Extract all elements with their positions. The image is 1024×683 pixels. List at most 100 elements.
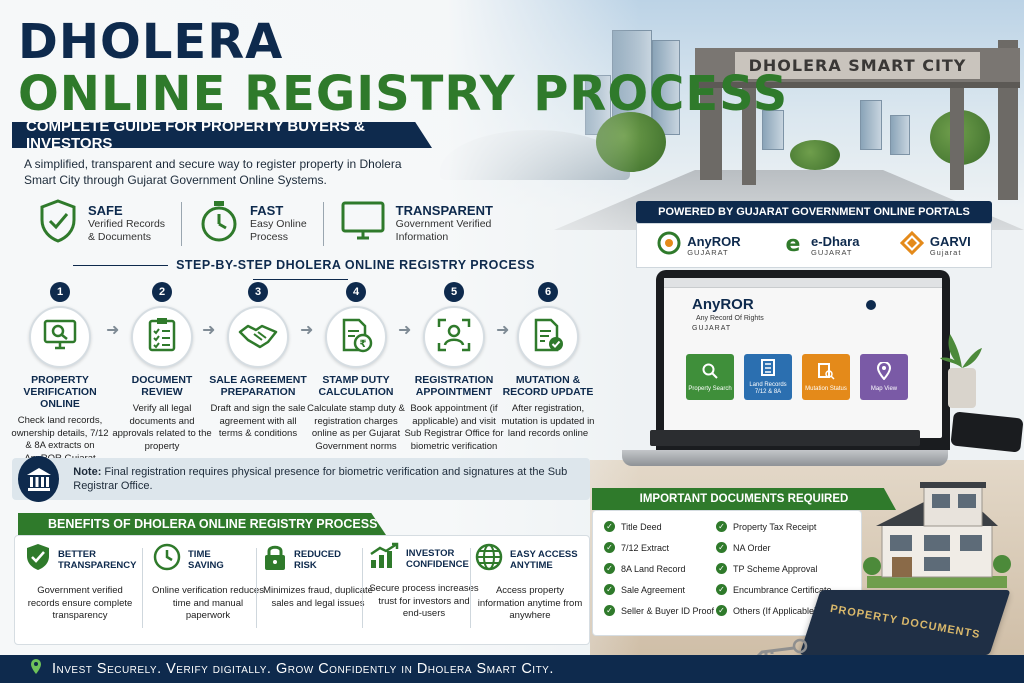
check-icon: ✓ [716,584,727,595]
document-item: ✓Property Tax Receipt [716,521,816,532]
check-icon: ✓ [716,542,727,553]
check-icon: ✓ [716,563,727,574]
property-documents-folder: PROPERTY DOCUMENTS [799,590,1011,655]
feature-desc: Easy Online [250,218,307,230]
step-4: 4 ₹ STAMP DUTY CALCULATION Calculate sta… [306,282,406,453]
benefit-desc: Government verified records ensure compl… [27,585,133,621]
step-desc: Calculate stamp duty & registration char… [307,403,405,452]
app-name: AnyROR [692,296,754,313]
benefit-head: BETTER TRANSPARENCY [24,542,136,577]
document-label: Encumbrance Certificate [733,584,832,595]
portal-sub: Gujarat [929,247,962,257]
feature-title: SAFE [88,203,123,218]
portal-edhara[interactable]: e e-Dhara GUJARAT [781,231,860,260]
step-title: REGISTRATION APPOINTMENT [414,374,494,398]
document-label: Property Tax Receipt [733,521,817,532]
gate-pillar [950,60,964,190]
check-icon: ✓ [604,605,615,616]
document-search-icon [817,362,835,383]
clock-icon [152,542,182,577]
title-line2: ONLINE REGISTRY PROCESS [18,66,789,122]
check-icon: ✓ [604,584,615,595]
step-desc: Book appointment (if applicable) and vis… [404,403,504,452]
step-number: 1 [50,282,70,302]
skyscraper [762,110,784,150]
document-item: ✓ Seller & Buyer ID Proof [604,605,714,616]
gate-pillar [742,60,756,185]
step-icon-circle: ₹ [325,306,387,368]
location-pin-icon [30,659,42,679]
benefit-desc: Minimizes fraud, duplicate sales and leg… [263,585,373,609]
steps-title: STEP-BY-STEP DHOLERA ONLINE REGISTRY PRO… [20,258,580,286]
building-icon [760,358,776,379]
document-item: ✓TP Scheme Approval [716,563,817,574]
benefit-desc: Access property information anytime from… [477,585,583,621]
step-number: 3 [248,282,268,302]
footer-tagline: Invest Securely. Verify digitally. Grow … [52,661,554,677]
gate-beam: DHOLERA SMART CITY [695,48,1020,88]
benefit-title: TRANSPARENCY [58,559,137,571]
tile-label: Mutation Status [805,385,847,392]
benefit-title: CONFIDENCE [406,558,469,570]
tile-map-view[interactable]: Map View [860,354,908,400]
skyscraper [652,40,680,135]
anyror-logo-icon [657,231,681,260]
tile-property-search[interactable]: Property Search [686,354,734,400]
portal-anyror[interactable]: AnyROR GUJARAT [657,231,741,260]
tile-label: Property Search [688,385,732,392]
step-title: SALE AGREEMENT PREPARATION [209,374,307,398]
app-tagline: Any Record Of Rights [696,315,764,322]
checklist-icon [146,317,178,358]
benefit-desc: Secure process increases trust for inves… [369,583,479,619]
document-item: ✓NA Order [716,542,771,553]
feature-desc: Verified Records [88,218,166,230]
document-label: Seller & Buyer ID Proof [621,605,715,616]
handshake-icon [238,320,278,355]
step-title: DOCUMENT REVIEW [131,374,193,398]
step-desc: After registration, mutation is updated … [501,403,595,439]
portal-sub: GUJARAT [687,247,729,257]
step-number: 6 [538,282,558,302]
shield-check-icon [38,198,78,249]
check-icon: ✓ [604,542,615,553]
documents-title: IMPORTANT DOCUMENTS REQUIRED [639,493,849,505]
arrow-right-icon: ➜ [106,322,120,339]
portal-name: GARVI [929,233,971,249]
divider [142,548,143,628]
user-avatar-icon[interactable] [866,300,876,310]
step-title: MUTATION & RECORD UPDATE [502,374,594,398]
step-icon-circle [517,306,579,368]
intro-text: A simplified, transparent and secure way… [24,157,402,187]
globe-icon [474,542,504,577]
benefit-title: ANYTIME [510,559,553,571]
step-desc: Verify all legal documents and approvals… [112,403,212,452]
plant-icon [940,328,984,408]
divider [256,548,257,628]
portal-garvi[interactable]: GARVI Gujarat [899,230,971,260]
document-item: ✓8A Land Record [604,563,686,574]
tile-mutation-status[interactable]: Mutation Status [802,354,850,400]
step-number: 4 [346,282,366,302]
tile-land-records[interactable]: Land Records 7/12 & 8A [744,354,792,400]
benefit-transparency: BETTER TRANSPARENCY Government verified … [24,542,136,623]
document-item: ✓Others (If Applicable) [716,605,817,616]
note-text: Note: Final registration requires physic… [73,465,590,493]
subtitle-banner: COMPLETE GUIDE FOR PROPERTY BUYERS & INV… [12,122,432,148]
svg-text:₹: ₹ [360,339,367,350]
search-monitor-icon [42,317,78,358]
browser-toolbar [664,278,942,288]
map-pin-icon [876,360,892,383]
documents-banner: IMPORTANT DOCUMENTS REQUIRED [592,488,896,510]
benefit-head: EASY ACCESS ANYTIME [474,542,586,577]
benefit-title: SAVING [188,559,224,571]
app-region: GUJARAT [692,325,732,332]
tile-label: Map View [870,385,898,392]
smartphone [950,411,1024,453]
feature-desc: & Documents [88,231,152,243]
benefit-head: TIME SAVING [152,542,264,577]
benefits-title: BENEFITS OF DHOLERA ONLINE REGISTRY PROC… [48,517,378,531]
gate-sign: DHOLERA SMART CITY [734,51,981,79]
portal-name: e-Dhara [811,233,860,249]
feature-desc: Process [250,231,288,243]
feature-row: SAFE Verified Records & Documents FAST E… [38,198,493,249]
